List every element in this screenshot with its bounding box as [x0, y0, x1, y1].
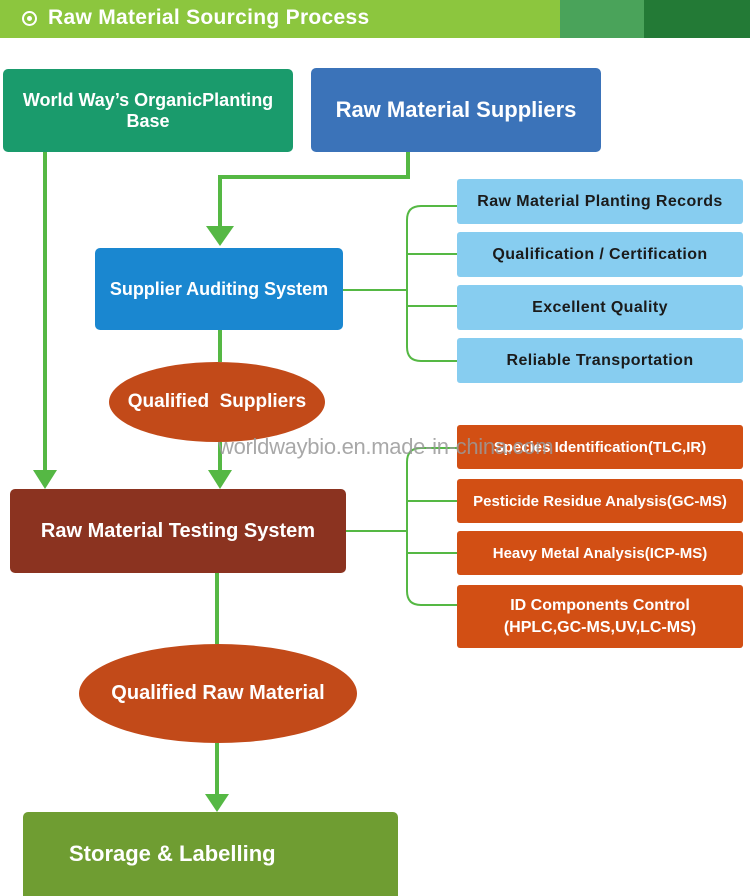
test-species-identification: Species Identification(TLC,IR) [457, 425, 743, 469]
raw-material-testing-box: Raw Material Testing System [10, 489, 346, 573]
arrowhead-raw-to-storage [205, 794, 229, 812]
watermark-text: worldwaybio.en.made-in-china.com [218, 434, 554, 459]
criterion-planting-records: Raw Material Planting Records [457, 179, 743, 224]
bracket-auditing [406, 205, 457, 362]
arrowhead-qualified-to-testing [208, 470, 232, 489]
bracket-testing [406, 447, 457, 606]
planting-base-box: World Way’s OrganicPlanting Base [3, 69, 293, 152]
supplier-auditing-box: Supplier Auditing System [95, 248, 343, 330]
test-heavy-metal: Heavy Metal Analysis(ICP-MS) [457, 531, 743, 575]
storage-labelling-box: Storage & Labelling [23, 812, 398, 896]
criterion-quality: Excellent Quality [457, 285, 743, 330]
test-id-components: ID Components Control (HPLC,GC-MS,UV,LC-… [457, 585, 743, 648]
id-components-line-2: (HPLC,GC-MS,UV,LC-MS) [503, 618, 697, 636]
arrowhead-suppliers-to-auditing [206, 226, 234, 246]
id-components-line-1: ID Components Control [510, 596, 690, 614]
raw-material-suppliers-box: Raw Material Suppliers [311, 68, 601, 152]
target-circle-icon [22, 11, 37, 26]
page-title: Raw Material Sourcing Process [48, 6, 370, 29]
header-bar: Raw Material Sourcing Process [0, 0, 750, 38]
test-pesticide-residue: Pesticide Residue Analysis(GC-MS) [457, 479, 743, 523]
criterion-qualification: Qualification / Certification [457, 232, 743, 277]
header-stripe-light [0, 0, 560, 38]
qualified-raw-material-ellipse: Qualified Raw Material [79, 644, 357, 743]
header-stripe-dark [644, 0, 750, 38]
criterion-transportation: Reliable Transportation [457, 338, 743, 383]
arrowhead-base-to-testing [33, 470, 57, 489]
arrow-suppliers-to-auditing [218, 152, 410, 228]
header-stripe-mid [560, 0, 644, 38]
qualified-suppliers-ellipse: Qualified Suppliers [109, 362, 325, 442]
